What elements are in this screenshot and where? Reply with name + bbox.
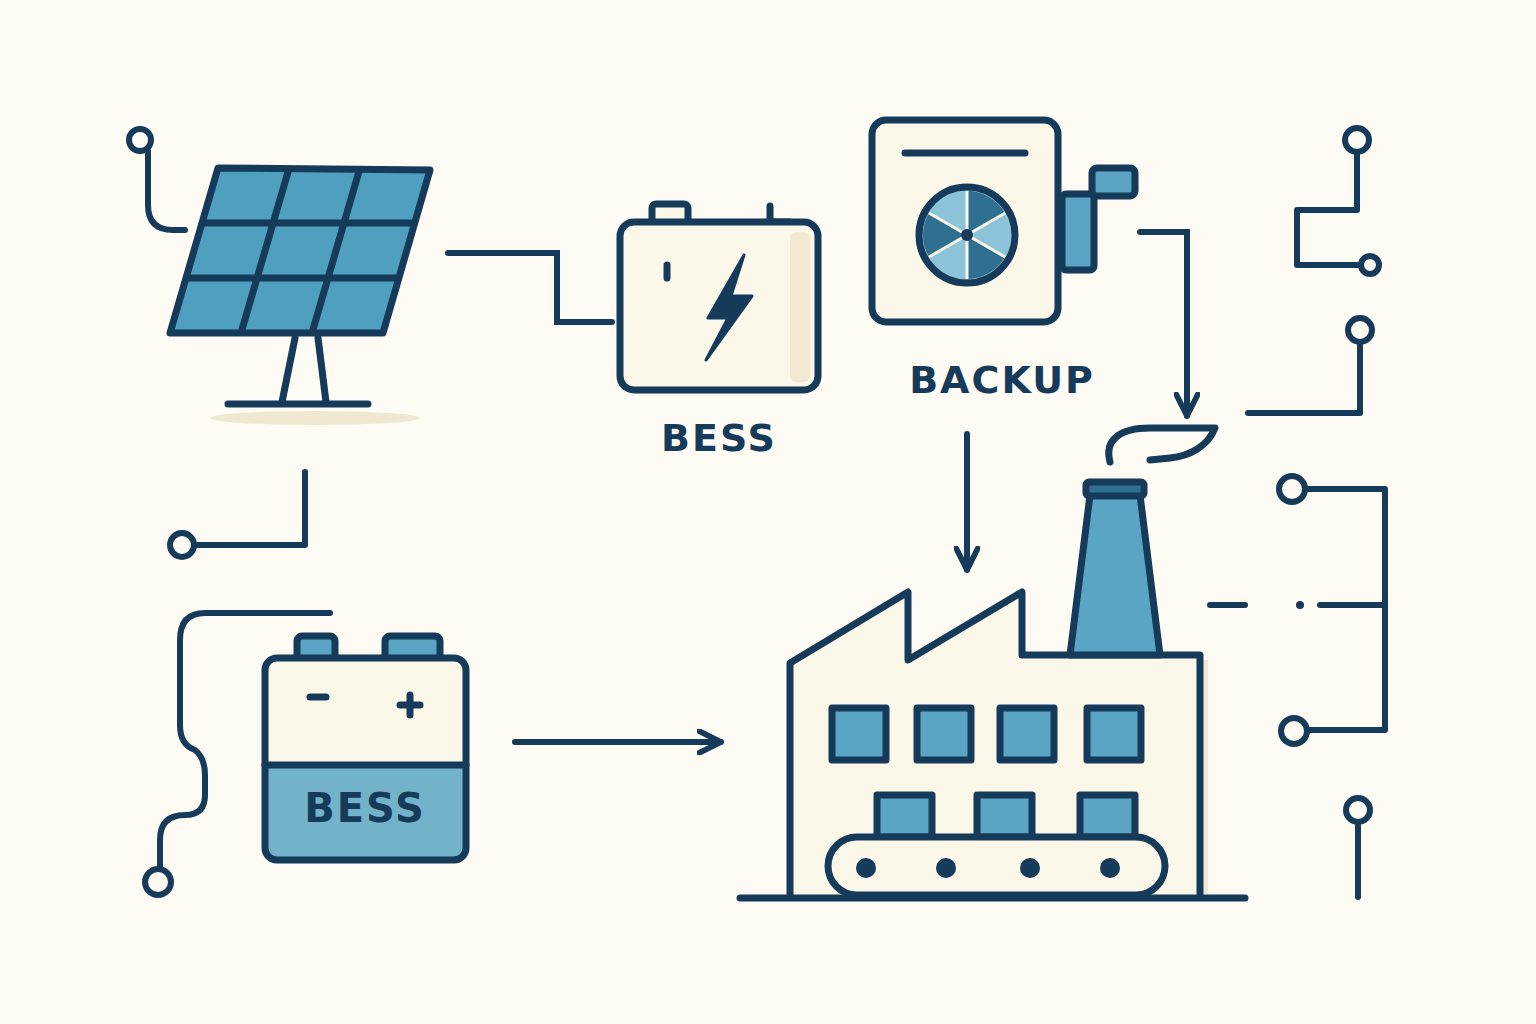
trace-line	[1305, 489, 1385, 730]
conveyor-wheel	[936, 858, 956, 878]
trace-line	[1210, 602, 1245, 608]
factory-window	[832, 708, 886, 760]
battery-mark	[664, 265, 671, 278]
fan-hub	[961, 229, 973, 241]
ground-line	[740, 895, 1245, 902]
fan-blades	[923, 191, 1005, 279]
node-icon	[160, 158, 440, 428]
solar-panel	[170, 168, 430, 333]
trace-left-middle	[170, 472, 305, 557]
trace-terminal	[1361, 256, 1379, 274]
trace-terminal	[1345, 128, 1369, 152]
battery-charge	[265, 765, 466, 860]
trace-line	[1297, 152, 1360, 265]
factory-window	[1000, 708, 1054, 760]
trace-terminal	[145, 869, 171, 895]
node-icon	[255, 626, 475, 870]
lightning-bolt	[706, 255, 752, 360]
battery-node: BESS	[255, 626, 475, 870]
trace-terminal	[1348, 318, 1372, 342]
trace-line	[1355, 822, 1361, 897]
factory-window	[1087, 708, 1141, 760]
battery-body	[620, 222, 818, 390]
trace-line	[1248, 342, 1360, 413]
node-label: BACKUP	[909, 361, 1095, 399]
generator-outlet	[1062, 194, 1094, 270]
node-label: BESS	[304, 788, 426, 828]
trace-terminal	[1281, 718, 1307, 744]
conveyor-wheel	[1020, 858, 1040, 878]
panel-shadow	[210, 411, 420, 425]
chimney-cap	[1086, 482, 1144, 496]
trace-line	[195, 472, 305, 545]
generator-fan	[919, 187, 1015, 283]
battery-shade	[790, 232, 810, 382]
factory-chimney	[1070, 495, 1160, 655]
battery-outline	[265, 658, 466, 860]
connector	[515, 739, 721, 745]
factory-window	[917, 708, 971, 760]
trace-bottom-right	[1346, 798, 1370, 897]
battery-node: BESS	[612, 196, 826, 466]
conveyor-box	[877, 795, 932, 837]
conveyor-belt	[828, 837, 1165, 895]
generator-slot	[905, 150, 1025, 157]
trace-dot	[1296, 601, 1304, 609]
trace-top-right	[1297, 128, 1379, 274]
node-icon	[735, 420, 1250, 905]
trace-line	[1320, 602, 1385, 608]
connector	[964, 434, 970, 570]
conveyor-box	[1080, 795, 1135, 837]
chimney-smoke	[1109, 428, 1215, 462]
trace-terminal	[1279, 476, 1305, 502]
factory-node	[735, 420, 1250, 905]
trace-terminal	[1346, 798, 1370, 822]
fan-spokes	[929, 191, 1005, 279]
panel-grid	[186, 170, 414, 333]
generator-outlet	[1092, 168, 1135, 196]
solar-panel-node	[160, 158, 440, 428]
conveyor-box	[977, 795, 1032, 837]
trace-terminal	[170, 533, 194, 557]
connector	[448, 253, 612, 322]
trace-right-upper	[1248, 318, 1372, 413]
node-label: BESS	[661, 419, 777, 457]
battery-marks	[265, 695, 466, 765]
panel-stand	[228, 338, 368, 404]
trace-right-bracket	[1210, 476, 1385, 744]
battery-body	[265, 658, 466, 860]
conveyor-wheel	[1100, 858, 1120, 878]
conveyor-wheel	[856, 858, 876, 878]
trace-line	[148, 151, 185, 230]
trace-terminal	[129, 129, 151, 151]
generator-body	[872, 120, 1058, 322]
connector	[1140, 232, 1187, 416]
trace-top-left	[129, 129, 185, 230]
generator-node: BACKUP	[864, 110, 1140, 406]
